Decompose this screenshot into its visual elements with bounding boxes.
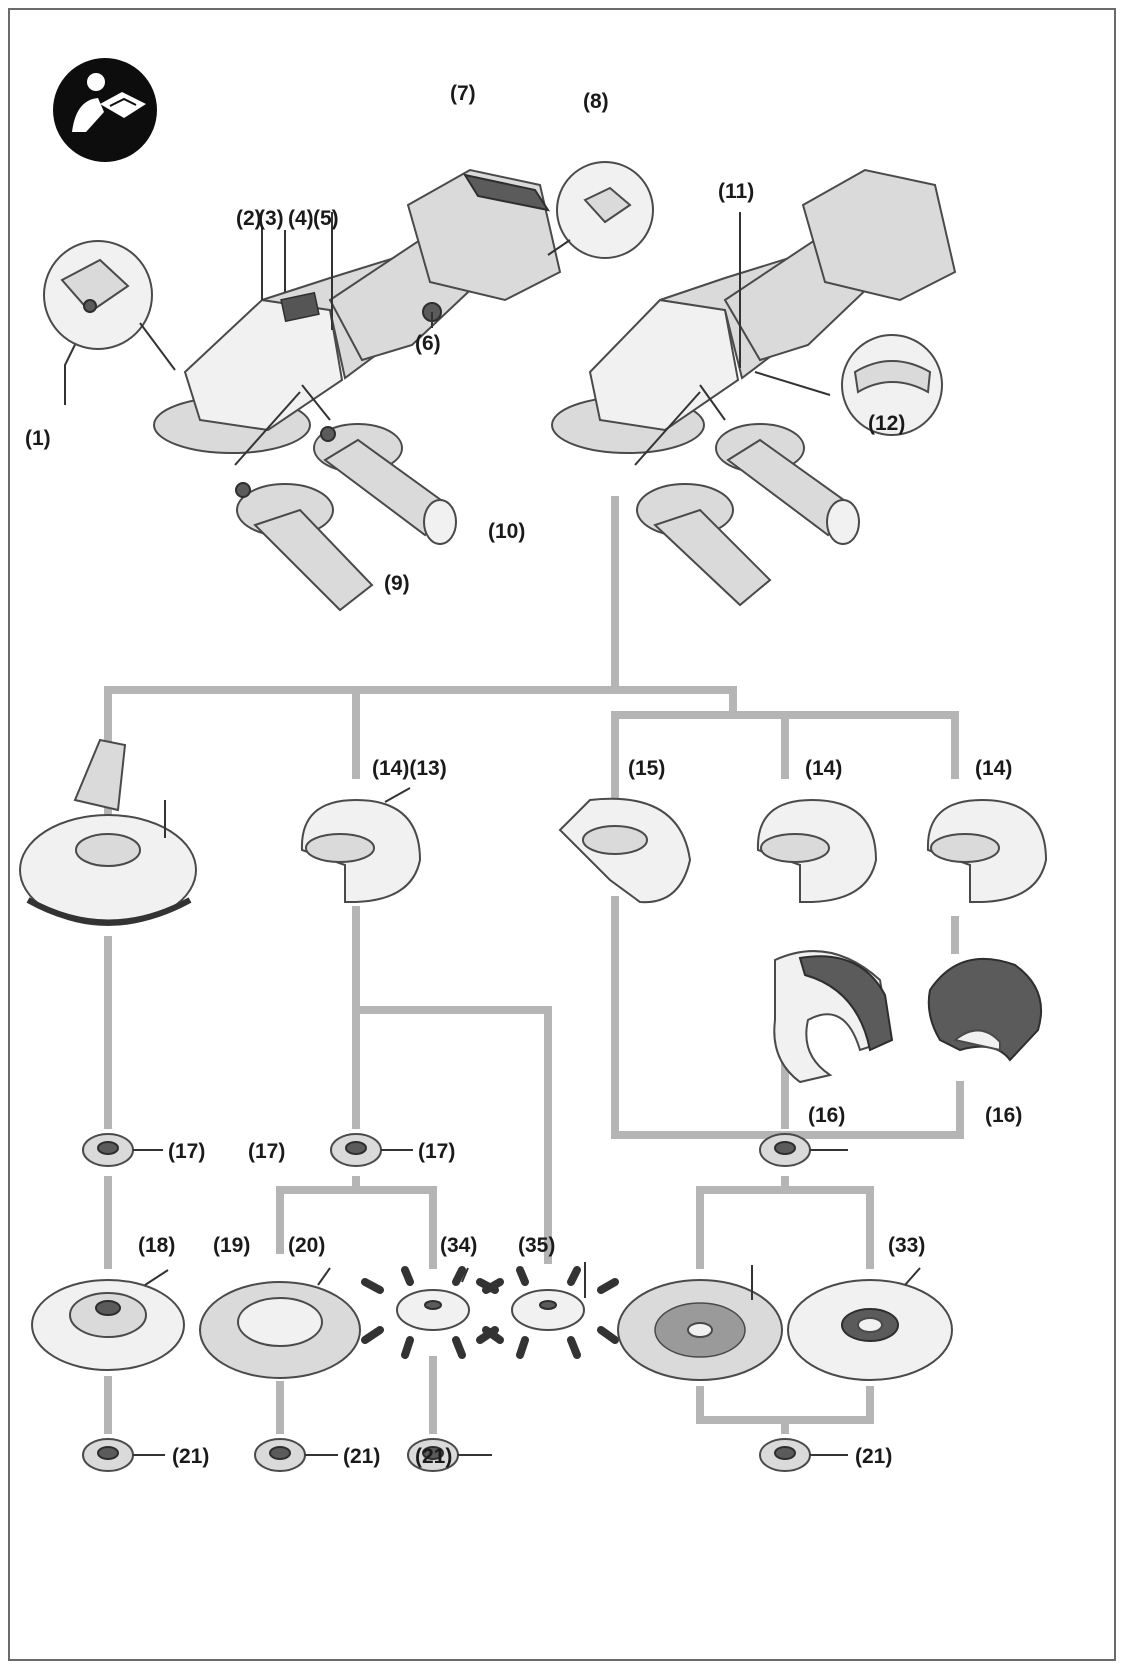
callout-5: (5) [313, 207, 339, 230]
callout-14b: (14) [975, 757, 1012, 780]
callout-21b: (21) [343, 1445, 380, 1468]
callout-1: (1) [25, 427, 51, 450]
guard-14b [926, 798, 1048, 903]
figure-frame [8, 8, 1116, 1661]
callout-14a: (14) [805, 757, 842, 780]
callout-21c: (21) [415, 1445, 452, 1468]
disc-18 [31, 1269, 185, 1371]
guard-15 [558, 797, 692, 904]
callout-17a: (17) [168, 1140, 205, 1163]
zoom-inset-12 [841, 334, 943, 436]
callout-4: (4) [288, 207, 314, 230]
angle-grinder-left [153, 168, 562, 454]
callout-20: (20) [288, 1234, 325, 1257]
guard-14-13 [300, 787, 422, 903]
side-handle-right-a [636, 483, 772, 607]
angle-grinder-right [551, 168, 957, 454]
wire-brush-35 [476, 1262, 619, 1359]
diamond-disc-33 [787, 1267, 953, 1381]
cover-16b [927, 957, 1043, 1062]
callout-15: (15) [628, 757, 665, 780]
callout-6: (6) [415, 332, 441, 355]
callout-17c: (17) [418, 1140, 455, 1163]
callout-19: (19) [213, 1234, 250, 1257]
callout-14-13: (14)(13) [372, 757, 447, 780]
callout-16b: (16) [985, 1104, 1022, 1127]
mounting-flange-17b [330, 1133, 413, 1167]
callout-35: (35) [518, 1234, 555, 1257]
callout-21a: (21) [172, 1445, 209, 1468]
callout-21d: (21) [855, 1445, 892, 1468]
callout-33: (33) [888, 1234, 925, 1257]
disc-20 [199, 1267, 361, 1379]
cover-16a [773, 950, 894, 1084]
callout-labels: (1) (2) (3) (4) (5) (6) (7) (8) (9) (10)… [25, 82, 1022, 1468]
callout-17b: (17) [248, 1140, 285, 1163]
zoom-inset-1 [43, 240, 176, 371]
callout-34: (34) [440, 1234, 477, 1257]
mounting-flange-17c [759, 1133, 848, 1167]
callout-2: (2) [236, 207, 262, 230]
guard-14a [756, 798, 878, 903]
clamping-nut-21a [82, 1438, 165, 1472]
callout-18: (18) [138, 1234, 175, 1257]
clamping-nut-21c [407, 1438, 492, 1472]
callout-12: (12) [868, 412, 905, 435]
zoom-inset-8 [547, 161, 654, 259]
clamping-nut-21b [254, 1438, 338, 1472]
callout-7: (7) [450, 82, 476, 105]
callout-8: (8) [583, 90, 609, 113]
side-handle-10 [313, 423, 457, 545]
read-manual-icon [53, 58, 157, 162]
dust-extraction-hood [19, 738, 197, 926]
callout-9: (9) [384, 572, 410, 595]
side-handle-9 [235, 482, 374, 612]
callout-11: (11) [718, 180, 754, 203]
cutting-disc [617, 1265, 783, 1381]
clamping-nut-21d [759, 1438, 848, 1472]
callout-16a: (16) [808, 1104, 845, 1127]
mounting-flange-17a [82, 1133, 163, 1167]
side-handle-right-b [715, 423, 860, 545]
callout-10: (10) [488, 520, 525, 543]
callout-3: (3) [258, 207, 284, 230]
